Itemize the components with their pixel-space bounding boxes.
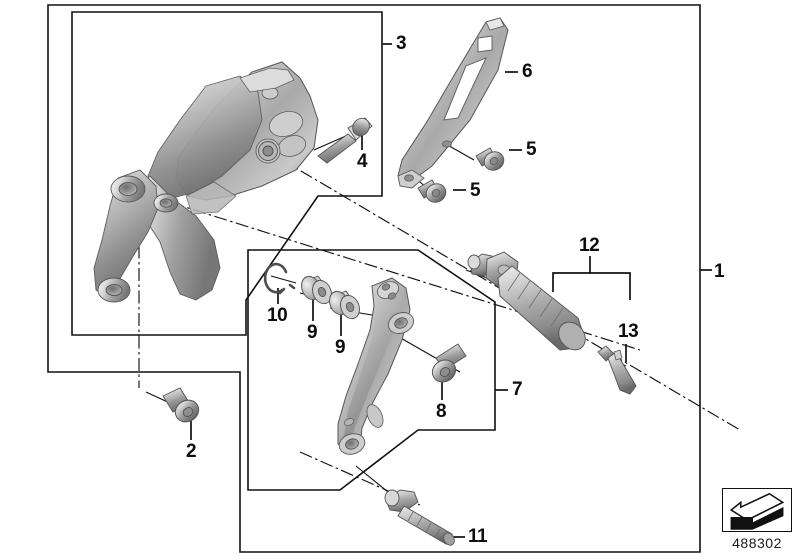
callout-number-6[interactable]: 6 xyxy=(522,61,533,82)
part-stop-pin-lower xyxy=(384,489,455,546)
part-heel-guard-plate xyxy=(397,17,509,189)
callout-number-3[interactable]: 3 xyxy=(396,33,407,54)
group-frames xyxy=(47,4,701,553)
diagram-part-number: 488302 xyxy=(732,535,782,551)
callout-number-1[interactable]: 1 xyxy=(714,261,725,282)
callout-number-8[interactable]: 8 xyxy=(436,401,447,422)
callout-number-5-lower[interactable]: 5 xyxy=(470,180,481,201)
direction-arrow-icon xyxy=(729,492,785,530)
callout-number-11[interactable]: 11 xyxy=(468,526,488,547)
spline-teeth xyxy=(258,141,278,161)
part-bushing-second xyxy=(329,290,360,320)
orientation-marker-box xyxy=(722,488,792,532)
frame-group-7 xyxy=(247,249,496,491)
part-screw-fillister-upper xyxy=(475,147,505,171)
pointer-10 xyxy=(270,275,297,284)
callout-number-12[interactable]: 12 xyxy=(579,235,600,256)
callout-number-5[interactable]: 5 xyxy=(526,139,537,160)
callout-number-9[interactable]: 9 xyxy=(307,322,318,343)
peg-ribs xyxy=(507,272,564,327)
part-screw-fillister-lower xyxy=(417,179,447,203)
part-hex-socket-screw xyxy=(162,387,200,423)
part-pan-head-screw xyxy=(431,343,467,383)
part-pivot-pin xyxy=(317,117,373,164)
part-footrest-plate-bracket xyxy=(93,61,319,303)
part-taper-pin xyxy=(597,345,637,395)
bracket-12 xyxy=(552,272,631,300)
callout-number-9-second[interactable]: 9 xyxy=(335,337,346,358)
part-circlip xyxy=(263,262,296,295)
callout-leaders xyxy=(190,43,712,538)
callout-number-2[interactable]: 2 xyxy=(186,441,197,462)
part-bushing-first xyxy=(301,275,332,305)
frame-assembly-1 xyxy=(47,4,701,553)
frame-group-3 xyxy=(71,11,383,336)
callout-number-13[interactable]: 13 xyxy=(618,321,639,342)
callout-number-10[interactable]: 10 xyxy=(267,305,288,326)
pointer-4 xyxy=(313,134,349,151)
part-brake-pedal-lever xyxy=(337,277,415,455)
callout-number-4[interactable]: 4 xyxy=(357,151,368,172)
callout-number-7[interactable]: 7 xyxy=(512,379,523,400)
part-footrest-peg xyxy=(467,251,586,351)
